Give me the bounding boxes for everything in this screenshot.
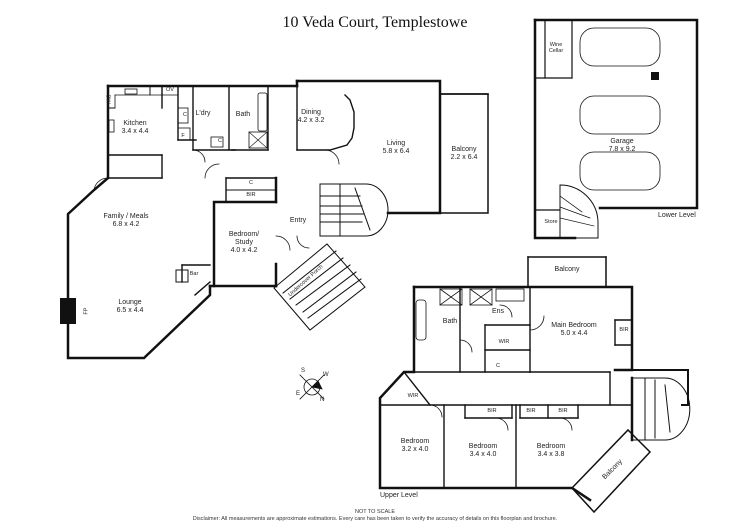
fridge xyxy=(177,127,191,141)
interior-walls-lower xyxy=(107,85,355,296)
room-bar: Bar xyxy=(189,271,199,277)
room-balcony-lower-name: Balcony xyxy=(451,146,477,153)
garage-cars xyxy=(579,27,661,191)
room-dining-dims: 4.2 x 3.2 xyxy=(297,117,325,125)
room-lounge: Lounge 6.5 x 4.4 xyxy=(117,299,144,315)
room-living-name: Living xyxy=(386,140,406,147)
room-ens-name: Ens xyxy=(491,308,505,315)
fixture-c-upper: C xyxy=(496,363,500,369)
room-lounge-name: Lounge xyxy=(118,299,142,306)
room-bath-lower: Bath xyxy=(236,111,250,119)
room-balcony-lower: Balcony 2.2 x 6.4 xyxy=(451,146,478,162)
fixture-c-kitchen: C xyxy=(183,112,187,118)
upper-level-label: Upper Level xyxy=(380,492,418,499)
not-to-scale: NOT TO SCALE xyxy=(354,509,396,515)
room-bedroom-study: Bedroom/ Study 4.0 x 4.2 xyxy=(224,231,264,255)
room-family-meals-dims: 6.8 x 4.2 xyxy=(112,221,140,229)
room-family-meals-name: Family / Meals xyxy=(103,213,149,220)
cooktop xyxy=(124,88,138,95)
fixture-fp: FP xyxy=(83,307,90,315)
lower-level-label: Lower Level xyxy=(658,212,696,219)
room-bedroom-study-name: Bedroom/ Study xyxy=(228,231,260,247)
room-main-bedroom-name: Main Bedroom xyxy=(551,322,597,329)
bathtub-lower xyxy=(257,92,268,132)
room-bedroom-3-dims: 3.4 x 3.8 xyxy=(537,451,565,459)
room-balcony-lower-dims: 2.2 x 6.4 xyxy=(450,154,478,162)
fixture-bir-3: BIR xyxy=(558,408,568,414)
doors-lower xyxy=(93,149,340,251)
balcony-upper-right xyxy=(570,428,652,514)
room-bath-upper-name: Bath xyxy=(442,318,458,325)
compass-e: E xyxy=(296,391,301,397)
room-family-meals: Family / Meals 6.8 x 4.2 xyxy=(103,213,148,229)
room-garage-name: Garage xyxy=(610,138,634,145)
room-garage-dims: 7.8 x 9.2 xyxy=(608,146,636,154)
room-wine-cellar: Wine Cellar xyxy=(548,42,564,55)
room-main-bedroom: Main Bedroom 5.0 x 4.4 xyxy=(551,322,597,338)
room-lounge-dims: 6.5 x 4.4 xyxy=(116,307,144,315)
garage-post xyxy=(651,72,659,80)
room-living-dims: 5.8 x 6.4 xyxy=(382,148,410,156)
room-bedroom-3-name: Bedroom xyxy=(536,443,566,450)
room-bedroom-2: Bedroom 3.4 x 4.0 xyxy=(469,443,497,459)
fixture-bir-hall: BIR xyxy=(246,192,256,198)
stair-porch xyxy=(273,243,366,331)
fixture-bir-1: BIR xyxy=(487,408,497,414)
fixture-dw: DW xyxy=(104,94,111,104)
room-bedroom-1-name: Bedroom xyxy=(400,438,430,445)
room-dining-name: Dining xyxy=(301,109,321,116)
room-bedroom-1: Bedroom 3.2 x 4.0 xyxy=(401,438,429,454)
laundry-cupboard xyxy=(177,107,189,124)
room-kitchen: Kitchen 3.4 x 4.4 xyxy=(122,120,149,136)
fixture-c-hall: C xyxy=(249,180,253,186)
room-wir-left: WIR xyxy=(407,393,419,399)
bar-counter xyxy=(175,269,189,283)
room-kitchen-dims: 3.4 x 4.4 xyxy=(121,128,149,136)
room-entry-name: Entry xyxy=(289,217,307,224)
room-bedroom-3: Bedroom 3.4 x 3.8 xyxy=(537,443,565,459)
shower-lower xyxy=(248,131,268,149)
upper-fixtures xyxy=(415,288,525,341)
room-bedroom-1-dims: 3.2 x 4.0 xyxy=(401,446,429,454)
room-bath-upper: Bath xyxy=(443,318,457,326)
compass-w: W xyxy=(323,372,329,378)
room-entry: Entry xyxy=(290,217,306,225)
room-laundry: L'dry xyxy=(196,110,211,118)
doors-upper xyxy=(429,304,573,431)
room-wir-main: WIR xyxy=(498,339,510,345)
fixture-bir-main: BIR xyxy=(619,327,629,333)
fireplace xyxy=(60,298,76,324)
compass-s: S xyxy=(301,368,306,374)
page-title: 10 Veda Court, Templestowe xyxy=(282,14,468,31)
room-bedroom-study-dims: 4.0 x 4.2 xyxy=(230,247,258,255)
room-main-bedroom-dims: 5.0 x 4.4 xyxy=(560,330,588,338)
stair-lower-living xyxy=(319,183,389,237)
fixture-bir-2: BIR xyxy=(526,408,536,414)
room-living: Living 5.8 x 6.4 xyxy=(383,140,410,156)
room-bedroom-2-name: Bedroom xyxy=(468,443,498,450)
kitchen-sink xyxy=(108,119,115,133)
room-dining: Dining 4.2 x 3.2 xyxy=(298,109,325,125)
fixture-ov: OV xyxy=(166,87,174,93)
room-bath-lower-name: Bath xyxy=(235,111,251,118)
compass-n: N xyxy=(320,397,325,403)
interior-walls-upper xyxy=(379,286,633,489)
room-ens: Ens xyxy=(492,308,504,316)
room-garage: Garage 7.8 x 9.2 xyxy=(609,138,636,154)
room-balcony-upper-top-name: Balcony xyxy=(554,266,580,273)
laundry-tub xyxy=(210,136,224,148)
fixture-f-kitchen: F xyxy=(181,133,185,139)
stair-garage xyxy=(559,184,599,239)
room-bedroom-2-dims: 3.4 x 4.0 xyxy=(469,451,497,459)
disclaimer: Disclaimer: All measurements are approxi… xyxy=(192,516,558,522)
main-house-outline xyxy=(66,79,489,360)
room-balcony-upper-top: Balcony xyxy=(555,266,580,274)
stair-upper xyxy=(631,377,691,441)
fixture-c-laundry: C xyxy=(218,138,222,144)
room-store: Store xyxy=(544,219,558,225)
room-laundry-name: L'dry xyxy=(195,110,211,117)
room-kitchen-name: Kitchen xyxy=(123,120,147,127)
compass-rose xyxy=(299,374,325,400)
